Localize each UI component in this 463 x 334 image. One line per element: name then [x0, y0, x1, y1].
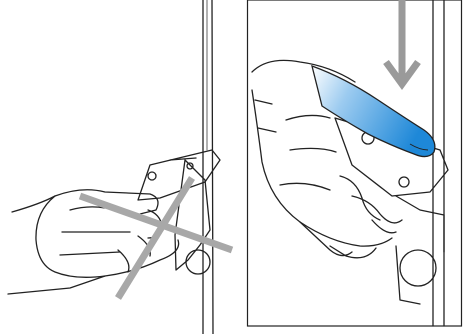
latch-bracket-right: [334, 117, 449, 305]
door-edge-right: [432, 0, 445, 327]
right-panel-frame: [246, 0, 463, 327]
door-edge-left: [202, 0, 214, 334]
down-arrow-icon: [383, 0, 421, 90]
latch-bracket-left: [137, 149, 221, 275]
thumbnail-line: [409, 143, 429, 151]
right-panel-correct: [246, 0, 463, 327]
left-panel-incorrect: [7, 0, 234, 334]
hand-right: [251, 59, 403, 259]
cross-mark-icon: [78, 176, 234, 300]
thumb-highlight: [311, 64, 436, 158]
